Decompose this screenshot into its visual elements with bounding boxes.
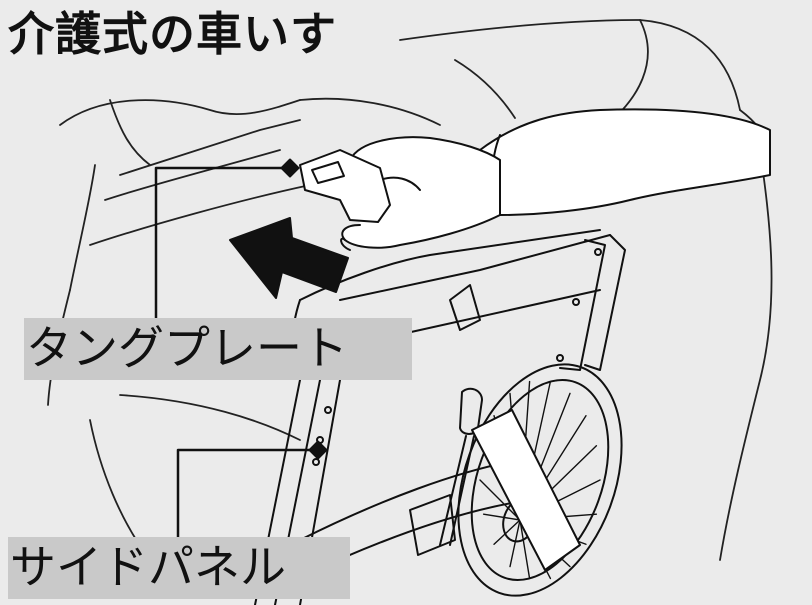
leader-marker-side [308,440,328,460]
wheel-spoke [519,519,531,580]
wheel-spoke [509,519,521,568]
leader-lines [154,166,320,539]
page-title: 介護式の車いす [8,7,337,61]
wheel-spoke [482,513,521,521]
side-panel-plate [556,239,606,371]
wheel-spoke [479,479,521,521]
leader-marker-tongue [280,158,300,178]
arrow-left-up-icon [229,217,349,299]
tongue-plate [299,149,391,223]
side-panel-label: サイドパネル [8,537,350,599]
caregiver-hand [340,136,501,251]
white-strap [471,409,581,571]
wheel-spoke [493,519,521,545]
background-contours [47,19,773,561]
caregiver-arm [479,108,771,216]
tongue-plate-label: タングプレート [24,318,412,380]
